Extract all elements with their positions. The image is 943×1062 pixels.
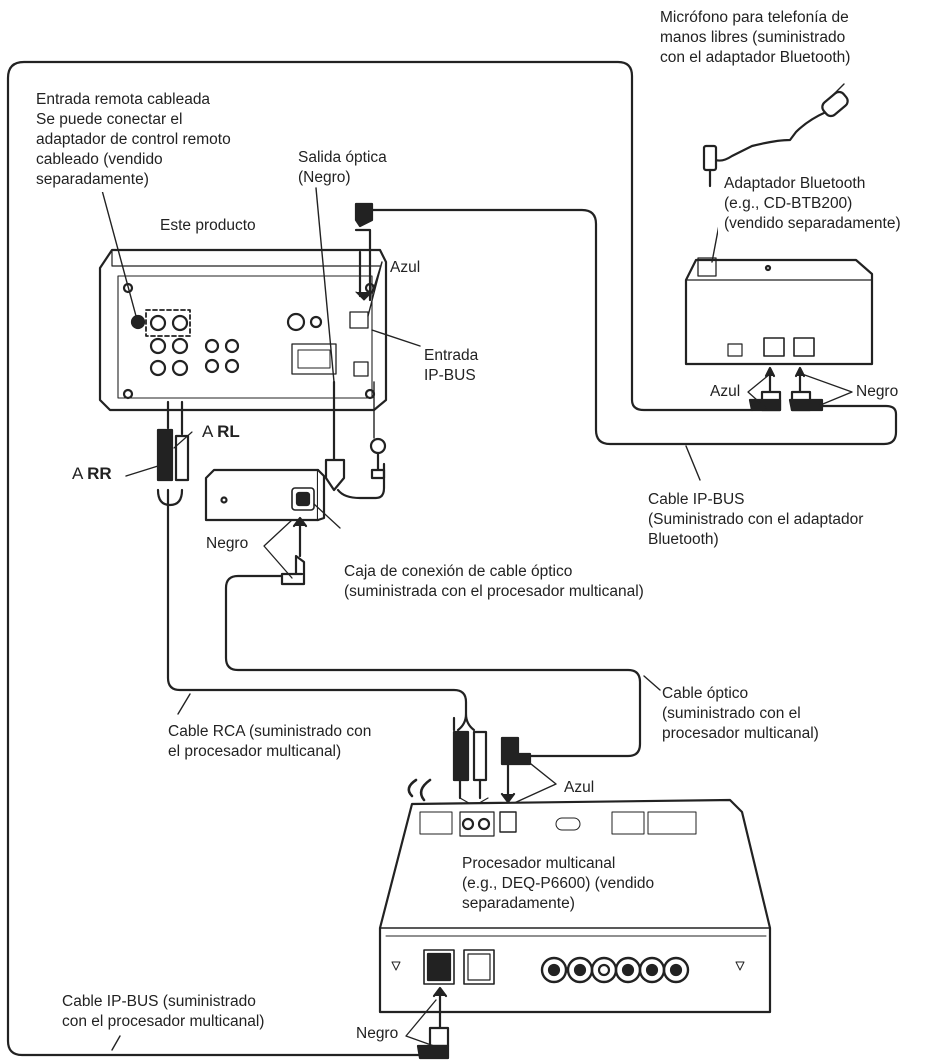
junction-box-drawing [204, 468, 326, 522]
label-ipbus-cable-bt: Cable IP-BUS(Suministrado con el adaptad… [648, 491, 864, 548]
label-azul-processor: Azul [564, 779, 595, 796]
optical-cable [224, 574, 642, 758]
label-this-product: Este producto [160, 217, 256, 234]
label-junction-box: Caja de conexión de cable óptico(suminis… [344, 563, 644, 600]
bt-adapter-drawing [684, 257, 874, 366]
ipbus-cable-long [6, 60, 754, 1057]
label-to-rl: A RL [202, 422, 240, 441]
label-processor: Procesador multicanal(e.g., DEQ-P6600) (… [456, 852, 712, 916]
label-negro-processor: Negro [356, 1025, 399, 1042]
label-to-rr: A RR [72, 464, 112, 483]
label-negro-bt: Negro [856, 383, 899, 400]
label-negro-box: Negro [206, 535, 249, 552]
label-optical-out: Salida óptica(Negro) [298, 149, 387, 186]
microphone-drawing [702, 83, 849, 188]
label-bt-adapter: Adaptador Bluetooth(e.g., CD-BTB200)(ven… [718, 172, 907, 236]
rca-cable [166, 488, 468, 716]
label-azul-bt: Azul [710, 383, 741, 400]
rca-plugs-headunit [156, 400, 193, 482]
head-unit-drawing [98, 248, 388, 412]
label-azul-headunit: Azul [390, 259, 421, 276]
ipbus-cable-bt [366, 208, 898, 446]
